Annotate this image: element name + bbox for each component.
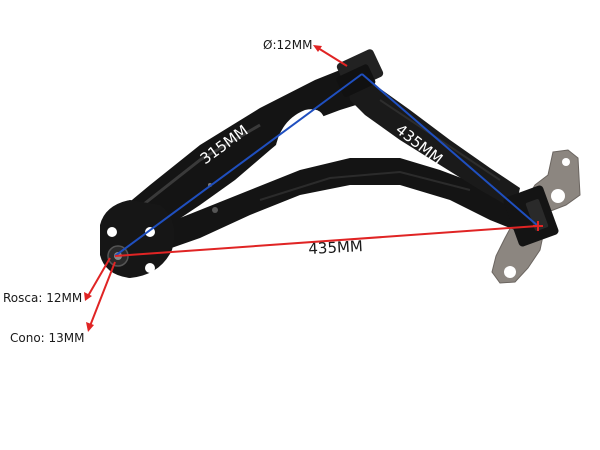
measurement-lines	[84, 45, 543, 332]
cone-size-label: Cono: 13MM	[10, 331, 85, 345]
top-bushing	[336, 49, 384, 98]
bushing-diameter-label: Ø:12MM	[263, 38, 313, 52]
bottom-length-label: 435MM	[307, 237, 364, 258]
thread-size-label: Rosca: 12MM	[3, 291, 83, 305]
rear-bushing	[503, 185, 559, 247]
arm-body	[108, 68, 535, 252]
